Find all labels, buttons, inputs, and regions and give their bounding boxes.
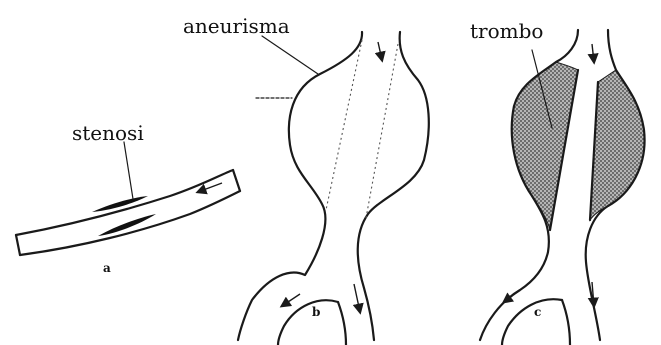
stenosis-plaque-top [92,196,148,212]
aneurisma-label: aneurisma [183,14,290,38]
vessel-c-branch-crotch [502,299,562,345]
panel-a-label: a [103,261,111,275]
vessel-a-left-end [16,235,20,255]
vessel-a-right-end [233,170,240,191]
thrombus-left-mass [512,62,578,230]
panel-c-thrombus: trombo c [470,19,645,345]
vessel-c-branch-inner [562,300,570,345]
flow-arrow-b-top [378,42,382,60]
panel-c-label: c [534,305,541,319]
original-lumen-left [326,40,362,210]
original-lumen-right [366,44,398,218]
stenosi-label: stenosi [72,121,144,145]
aneurisma-leader-line [262,36,318,74]
panel-a-stenosis: stenosi a [16,121,240,275]
flow-arrow-b-right [354,284,360,312]
stenosi-leader-line [124,142,133,199]
vessel-b-branch-inner [338,302,346,345]
vessel-b-branch-crotch [278,300,338,345]
vessel-b-right-wall [358,32,429,340]
panel-b-aneurysm: aneurisma b [183,14,429,345]
flow-arrow-c-left [504,290,520,302]
vessel-b-left-wall [238,32,362,340]
flow-arrow-b-left [282,294,300,306]
flow-arrow-c-top [592,44,594,62]
panel-b-label: b [312,305,320,319]
trombo-label: trombo [470,19,543,43]
